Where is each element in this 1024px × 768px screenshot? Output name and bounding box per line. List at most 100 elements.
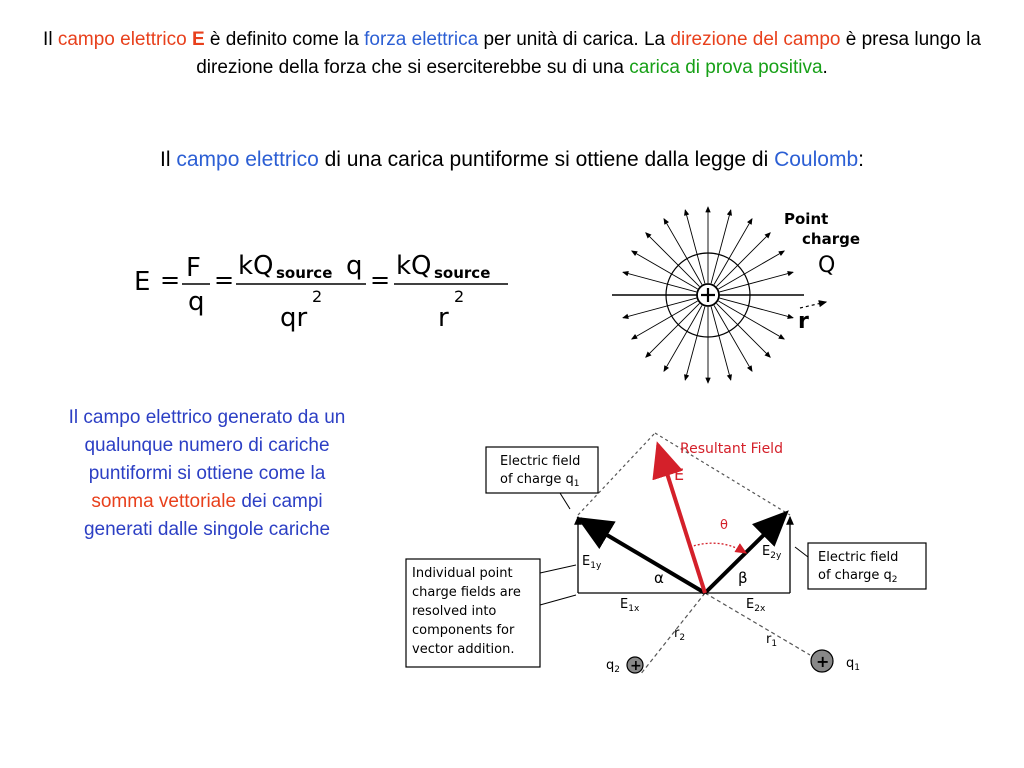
- highlight-forza-elettrica: forza elettrica: [364, 29, 479, 50]
- field-line: [718, 300, 785, 340]
- dashed-r2-line: [639, 592, 706, 676]
- field-line: [710, 306, 732, 381]
- formula-r: r: [438, 303, 449, 333]
- formula-exponent: 2: [454, 287, 464, 306]
- note-box: [405, 558, 541, 668]
- coulomb-formula: E = F q = kQ source q qr 2 = kQ source r…: [134, 251, 508, 333]
- efield-q2-line1: Electric field: [818, 550, 898, 565]
- r2-label: r2: [674, 626, 685, 643]
- note-line: vector addition.: [412, 642, 514, 657]
- field-line: [713, 218, 753, 285]
- formula-kQ: kQ: [396, 251, 432, 281]
- leader-line: [539, 594, 577, 606]
- formula-equals: =: [160, 266, 180, 294]
- E2x-label: E2x: [746, 597, 766, 614]
- highlight-somma-vettoriale: somma vettoriale: [91, 491, 237, 512]
- formula-q-numerator: q: [346, 251, 363, 281]
- E1y-label: E1y: [582, 554, 602, 571]
- field-line: [631, 300, 698, 340]
- field-line: [645, 232, 700, 287]
- text-segment: .: [822, 57, 828, 78]
- highlight-E: E: [191, 29, 205, 50]
- text-segment: è definito come la: [209, 29, 359, 50]
- leader-line: [794, 546, 809, 558]
- charge-label: charge: [802, 230, 860, 248]
- field-lines: [622, 206, 794, 384]
- q1-label: q1: [846, 656, 860, 673]
- resultant-E-label: E: [674, 465, 684, 484]
- alpha-label: α: [654, 569, 664, 587]
- text-segment: Il: [160, 148, 177, 171]
- highlight-direzione-campo: direzione del campo: [670, 29, 841, 50]
- radius-arrow: [799, 300, 828, 309]
- label-box-q1: [485, 446, 599, 494]
- field-line: [713, 305, 753, 372]
- efield-q2-line2: of charge q2: [818, 568, 898, 585]
- formula-source-subscript: source: [276, 264, 332, 282]
- highlight-carica-prova: carica di prova positiva: [629, 57, 823, 78]
- formula-qr: qr: [280, 303, 308, 333]
- vector-addition-diagram: + + Resultant Field E Electric field of …: [405, 432, 927, 676]
- leader-line: [559, 492, 571, 510]
- formula-kQ: kQ: [238, 251, 274, 281]
- field-line: [684, 209, 706, 284]
- leader-line: [539, 564, 577, 574]
- text-segment: di una carica puntiforme si ottiene dall…: [324, 148, 769, 171]
- field-line: [684, 306, 706, 381]
- formula-equals: =: [214, 266, 234, 294]
- field-line: [716, 232, 771, 287]
- resultant-field-label: Resultant Field: [680, 441, 783, 457]
- E1-vector-arrow: [576, 516, 707, 595]
- beta-label: β: [738, 569, 748, 587]
- note-line: charge fields are: [412, 585, 521, 600]
- note-line: components for: [412, 623, 515, 638]
- formula-F: F: [186, 253, 201, 283]
- formula-q: q: [188, 287, 205, 317]
- field-line: [719, 271, 794, 293]
- field-line: [719, 297, 794, 319]
- formula-E: E: [134, 267, 150, 297]
- charge-Q-label: Q: [818, 253, 835, 278]
- dotted-construction-line: [577, 432, 656, 516]
- q2-label: q2: [606, 658, 620, 675]
- text-segment: dei campi generati dalle singole cariche: [83, 491, 331, 540]
- formula-exponent: 2: [312, 287, 322, 306]
- label-box-q2: [807, 542, 927, 590]
- note-text: Individual point charge fields are resol…: [412, 566, 521, 657]
- note-line: resolved into: [412, 604, 496, 619]
- resultant-field-arrow: [652, 441, 707, 594]
- charge-q1-circle: [810, 649, 834, 673]
- field-line: [645, 303, 700, 358]
- field-line: [631, 250, 698, 290]
- highlight-coulomb: Coulomb: [774, 148, 859, 171]
- point-charge-diagram: Point charge Q r: [612, 206, 860, 384]
- text-segment: Il: [43, 29, 58, 50]
- note-line: Individual point: [412, 566, 513, 581]
- plus-icon: +: [630, 658, 642, 674]
- charge-q2-circle: [626, 656, 644, 674]
- field-line: [663, 218, 703, 285]
- efield-q1-line1: Electric field: [500, 454, 580, 469]
- text-segment: :: [858, 148, 864, 171]
- field-line: [710, 209, 732, 284]
- radius-r-label: r: [798, 309, 809, 334]
- field-line: [663, 305, 703, 372]
- E2y-label: E2y: [762, 544, 782, 561]
- E1x-label: E1x: [620, 597, 640, 614]
- plus-icon: +: [816, 652, 829, 671]
- point-label: Point: [784, 210, 828, 228]
- intro-paragraph: Il campo elettrico E è definito come la …: [40, 26, 984, 82]
- formula-source-subscript: source: [434, 264, 490, 282]
- superposition-paragraph: Il campo elettrico generato da un qualun…: [68, 404, 346, 544]
- field-line: [716, 303, 771, 358]
- text-segment: è presa lungo la direzione della forza c…: [196, 29, 981, 78]
- field-line: [718, 250, 785, 290]
- text-segment: Il campo elettrico generato da un qualun…: [68, 407, 346, 484]
- formula-equals: =: [370, 266, 390, 294]
- theta-label: θ: [720, 518, 728, 533]
- r1-label: r1: [766, 632, 777, 649]
- field-line: [622, 271, 697, 293]
- field-line: [622, 297, 697, 319]
- theta-arc: [689, 542, 748, 554]
- highlight-campo-elettrico: campo elettrico: [176, 148, 319, 171]
